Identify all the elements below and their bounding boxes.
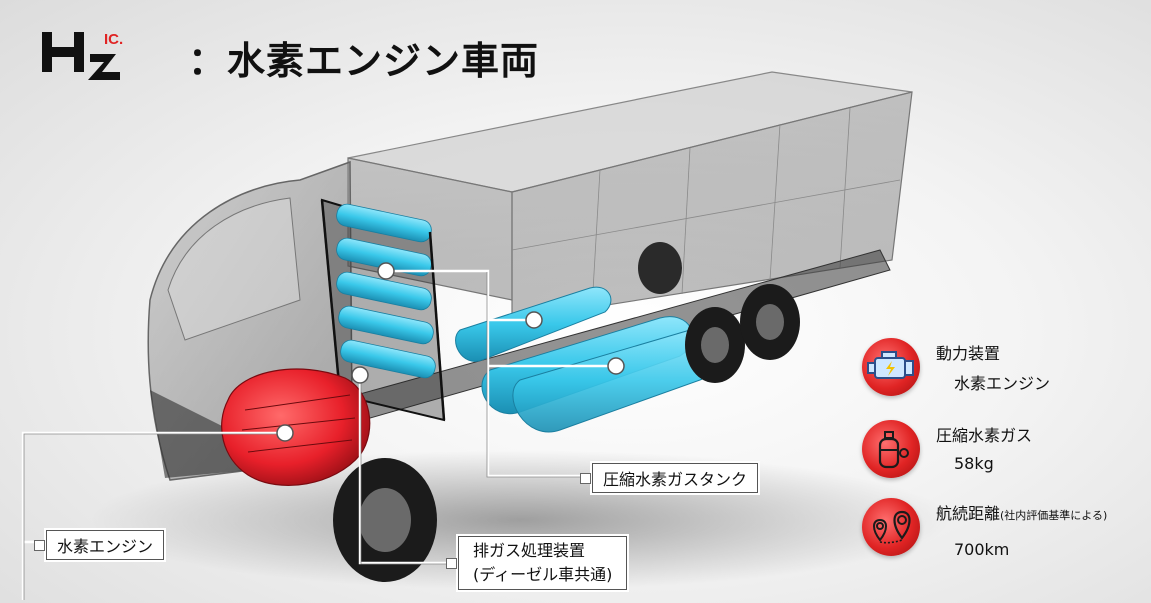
callout-marker: [34, 540, 45, 551]
h2ic-logo: IC.: [42, 31, 123, 80]
spec-label: 航続距離(社内評価基準による): [936, 500, 1107, 524]
spec-power-unit: 動力装置 水素エンジン: [862, 338, 1142, 408]
callout-marker: [580, 473, 591, 484]
spec-value: 58kg: [954, 454, 994, 473]
callout-exhaust-treatment: 排ガス処理装置 (ディーゼル車共通): [446, 536, 628, 590]
spec-value: 水素エンジン: [954, 374, 1051, 393]
callout-label: 水素エンジン: [57, 537, 154, 556]
spec-compressed-hydrogen: 圧縮水素ガス 58kg: [862, 420, 1142, 490]
callout-label: 圧縮水素ガスタンク: [603, 470, 748, 489]
spec-label-text: 航続距離: [936, 504, 1001, 523]
spec-label: 動力装置: [936, 344, 1001, 363]
callout-label-line1: 排ガス処理装置: [473, 541, 586, 560]
svg-text:IC.: IC.: [104, 31, 123, 48]
callout-hydrogen-tank: 圧縮水素ガスタンク: [580, 463, 759, 493]
callout-hydrogen-engine: 水素エンジン: [34, 530, 165, 560]
spec-value: 700km: [954, 540, 1010, 559]
spec-cruising-range: 航続距離(社内評価基準による) 700km: [862, 498, 1142, 568]
leader-lines-shadow: [23, 272, 586, 600]
map-pin-icon: [862, 498, 920, 556]
gas-cylinder-icon: [862, 420, 920, 478]
tank-rack: [320, 198, 446, 422]
engine-icon: [862, 338, 920, 396]
callout-marker: [446, 558, 457, 569]
cargo-box-long-side: [511, 91, 913, 321]
callout-label-line2: (ディーゼル車共通): [473, 565, 613, 584]
spec-label: 圧縮水素ガス: [936, 426, 1033, 445]
cab-window: [167, 197, 301, 341]
page-title: ：水素エンジン車両: [188, 39, 540, 83]
spec-label-note: (社内評価基準による): [1000, 509, 1108, 522]
leader-lines: [21, 269, 616, 600]
callout-dots: [276, 262, 625, 442]
